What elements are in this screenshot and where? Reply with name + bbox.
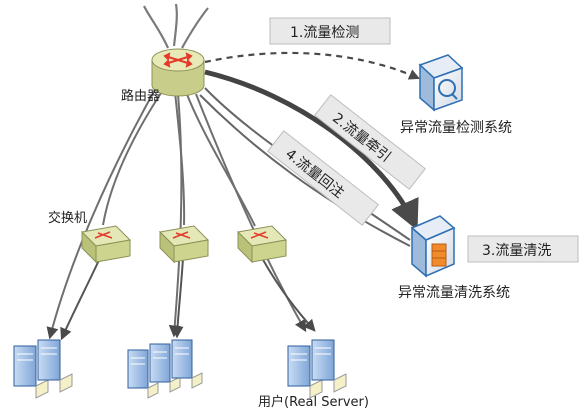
switch-icon	[80, 225, 132, 264]
step-3-label: 3.流量清洗	[482, 243, 551, 259]
server-icon	[149, 343, 181, 393]
reinjection-flow-line-2	[199, 94, 411, 247]
detection-flow-arrow	[204, 51, 421, 80]
detector-device-icon	[418, 54, 464, 112]
server-icon	[171, 339, 203, 389]
uplink-cables	[143, 3, 209, 49]
switch-icon	[236, 225, 288, 264]
diversion-flow-arrow	[204, 69, 419, 231]
server-group-2	[127, 339, 203, 399]
server-icon	[127, 349, 159, 399]
step-1-box: 1.流量检测	[269, 17, 391, 45]
cleaning-system-label: 异常流量清洗系统	[398, 285, 510, 301]
server-group-3	[287, 339, 347, 399]
router-link-cables	[46, 85, 307, 340]
cleaner-device-icon	[410, 215, 456, 278]
switch-icon	[158, 225, 210, 264]
step-3-box: 3.流量清洗	[467, 235, 579, 263]
router-label: 路由器	[121, 88, 160, 104]
users-label: 用户(Real Server)	[258, 394, 369, 410]
server-icon	[311, 339, 347, 393]
server-icon	[37, 339, 73, 393]
server-icon	[287, 345, 323, 399]
server-icon	[13, 345, 49, 399]
router-icon	[151, 48, 205, 97]
detection-system-label: 异常流量检测系统	[400, 120, 512, 136]
switch-label: 交换机	[48, 210, 87, 226]
switch-server-links	[60, 257, 316, 341]
server-group-1	[13, 339, 73, 399]
step-1-label: 1.流量检测	[290, 25, 359, 41]
